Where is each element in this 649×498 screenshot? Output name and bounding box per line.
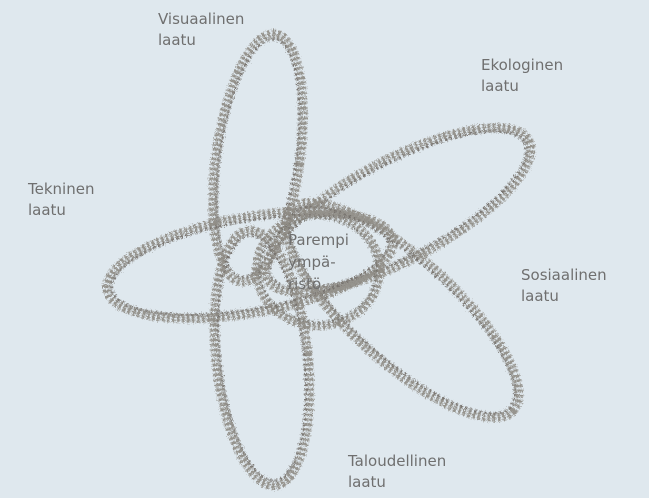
label-visuaalinen: Visuaalinen laatu [158, 9, 244, 51]
label-sosiaalinen: Sosiaalinen laatu [521, 265, 607, 307]
label-line: laatu [28, 200, 94, 221]
label-line: laatu [481, 76, 563, 97]
label-line: Taloudellinen [348, 451, 446, 472]
center-label: Parempi ympä- ristö [288, 229, 349, 295]
label-line: Sosiaalinen [521, 265, 607, 286]
label-ekologinen: Ekologinen laatu [481, 55, 563, 97]
label-line: laatu [348, 472, 446, 493]
label-line: laatu [521, 286, 607, 307]
center-label-line: ristö [288, 273, 349, 295]
label-tekninen: Tekninen laatu [28, 179, 94, 221]
center-label-line: Parempi [288, 229, 349, 251]
label-line: Visuaalinen [158, 9, 244, 30]
center-label-line: ympä- [288, 251, 349, 273]
label-line: laatu [158, 30, 244, 51]
label-taloudellinen: Taloudellinen laatu [348, 451, 446, 493]
label-line: Tekninen [28, 179, 94, 200]
label-line: Ekologinen [481, 55, 563, 76]
